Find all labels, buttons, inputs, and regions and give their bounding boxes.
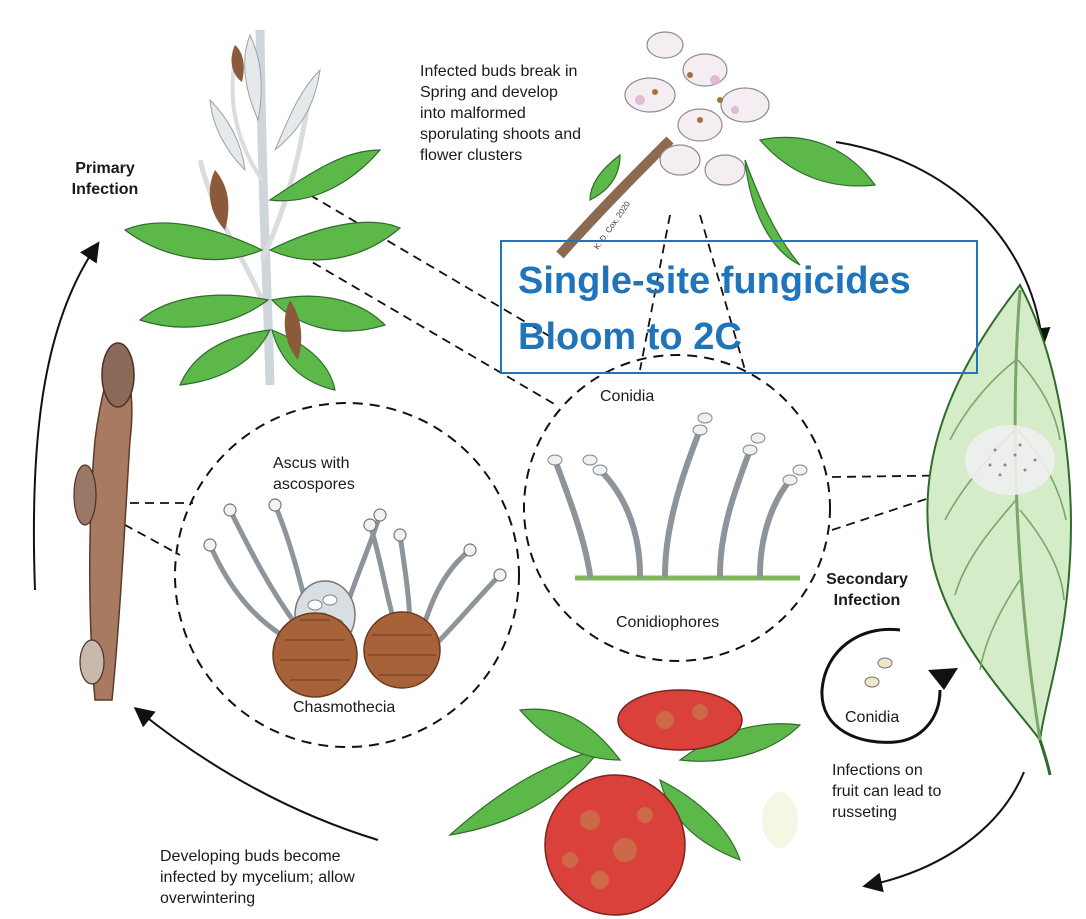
conidia-cycle-label: Conidia (845, 707, 899, 728)
secondary-infection-label: Secondary Infection (812, 569, 922, 611)
conidia-top-label: Conidia (600, 386, 654, 407)
russeted-fruit-illustration (450, 690, 800, 915)
conidia-chains-illustration (548, 413, 807, 578)
arrow-up-left (34, 248, 95, 590)
dormant-twig-illustration (74, 343, 134, 700)
chasmothecia-label: Chasmothecia (293, 697, 395, 718)
infected-buds-label: Infected buds break in Spring and develo… (420, 61, 581, 166)
chasmothecia-illustration (204, 499, 506, 697)
arrow-bottom-left (140, 712, 378, 840)
conidiophores-label: Conidiophores (616, 612, 719, 633)
callout-line-1: Single-site fungicides (518, 260, 911, 303)
developing-buds-label: Developing buds become infected by mycel… (160, 846, 355, 909)
fruit-infections-label: Infections on fruit can lead to russetin… (832, 760, 941, 823)
flower-cluster-illustration: K. D. Cox, 2020 (560, 32, 875, 265)
callout-line-2: Bloom to 2C (518, 316, 742, 359)
ascus-label: Ascus with ascospores (273, 453, 355, 495)
infected-shoot-illustration (125, 30, 400, 390)
primary-infection-label: Primary Infection (60, 158, 150, 200)
fungicide-callout-box: Single-site fungicides Bloom to 2C (500, 240, 978, 374)
